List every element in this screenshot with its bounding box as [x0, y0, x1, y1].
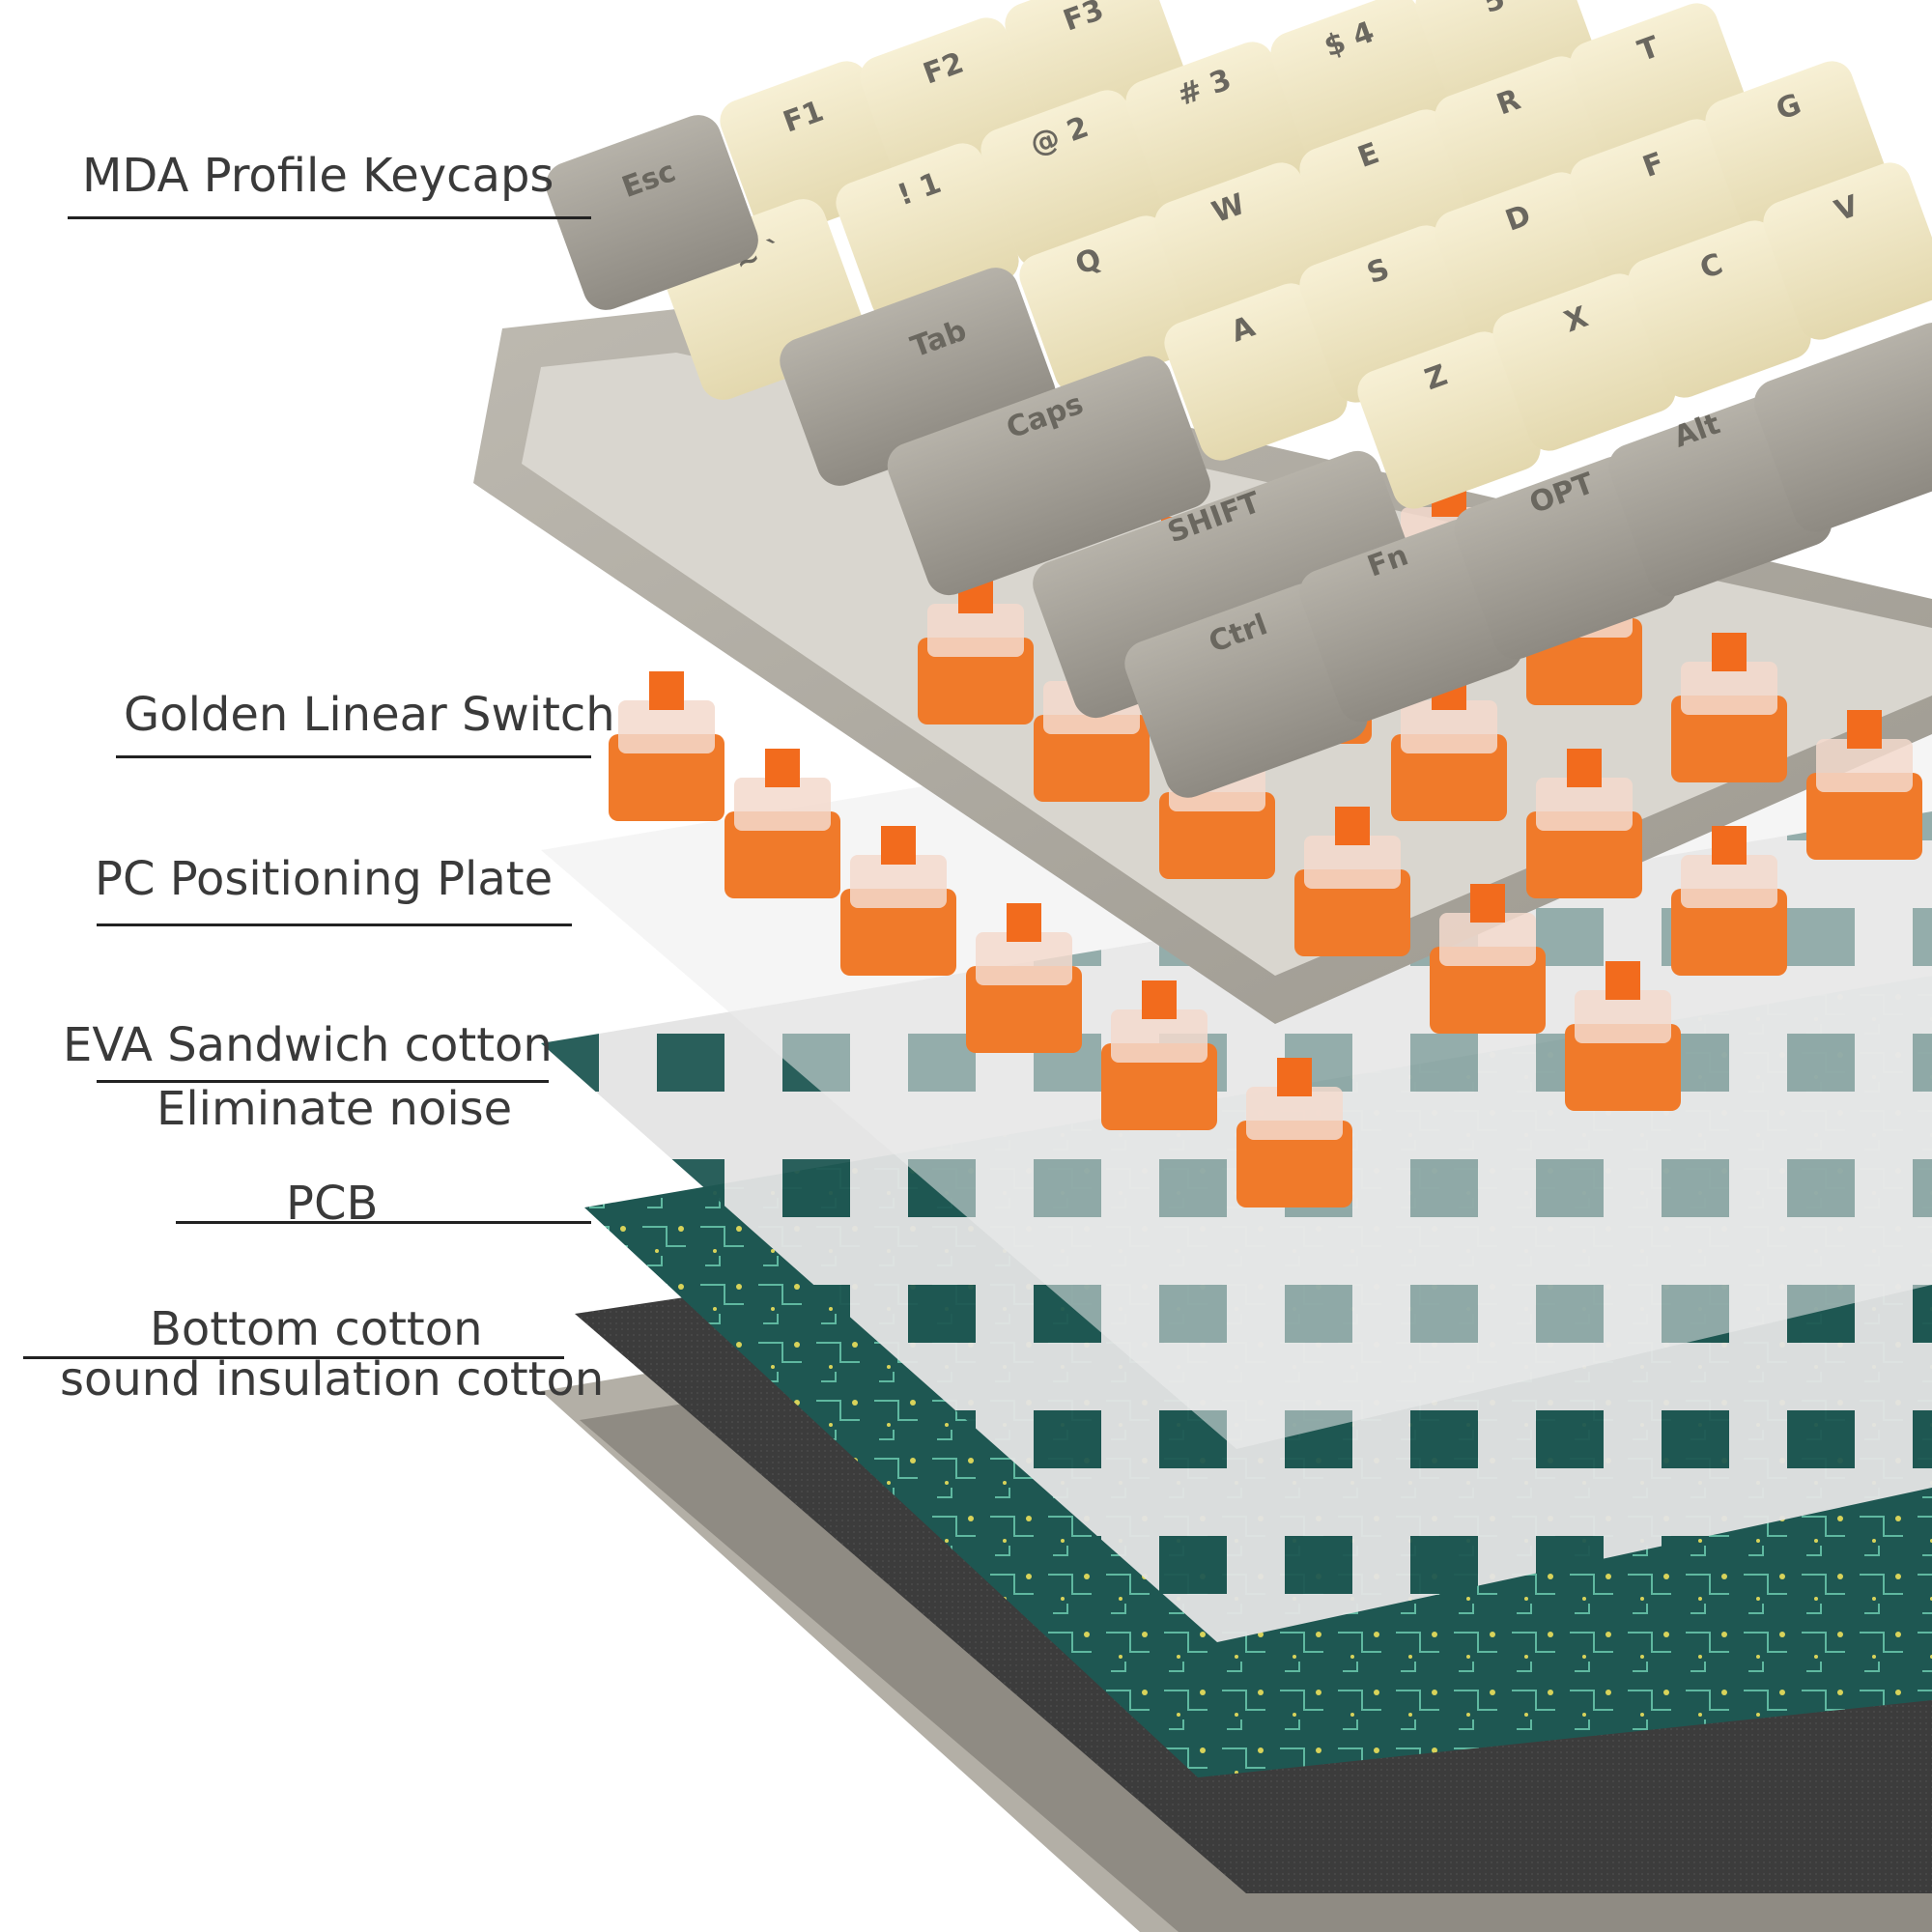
switch [609, 671, 724, 821]
switch [1430, 884, 1546, 1034]
switch [840, 826, 956, 976]
switch [1671, 826, 1787, 976]
rule-keycaps [68, 216, 591, 219]
label-bottom-line1: Bottom cotton [150, 1302, 483, 1356]
switch [1294, 807, 1410, 956]
switch [1671, 633, 1787, 782]
label-keycaps: MDA Profile Keycaps [82, 149, 554, 203]
key-q [1019, 215, 1203, 393]
keycap-group [546, 0, 1932, 798]
rule-eva [97, 1080, 549, 1083]
switch [1806, 710, 1922, 860]
key-space [1754, 322, 1932, 532]
rule-pcb [176, 1221, 591, 1224]
rule-switch [116, 755, 591, 758]
switch [1526, 749, 1642, 898]
switch [1236, 1058, 1352, 1208]
key-ctrl [1124, 583, 1368, 798]
key-opt [1454, 456, 1678, 660]
switch [966, 903, 1082, 1053]
label-pcb: PCB [286, 1177, 379, 1231]
label-eva-line1: EVA Sandwich cotton [63, 1018, 553, 1072]
key-fn [1299, 519, 1523, 723]
switch [724, 749, 840, 898]
key-z [1357, 331, 1541, 509]
label-bottom-line2: sound insulation cotton [60, 1352, 605, 1406]
label-eva-line2: Eliminate noise [156, 1082, 513, 1136]
label-plate: PC Positioning Plate [95, 852, 554, 906]
key-2 [980, 90, 1164, 268]
key-esc [546, 115, 758, 310]
label-switch: Golden Linear Switch [124, 688, 615, 742]
switch [1101, 980, 1217, 1130]
rule-bottom [23, 1356, 564, 1359]
key-x [1492, 273, 1676, 451]
rule-plate [97, 923, 572, 926]
key-caps [887, 355, 1210, 596]
switch [1565, 961, 1681, 1111]
key-v [1763, 162, 1932, 340]
key-c [1628, 220, 1811, 398]
key-a [1164, 283, 1348, 461]
